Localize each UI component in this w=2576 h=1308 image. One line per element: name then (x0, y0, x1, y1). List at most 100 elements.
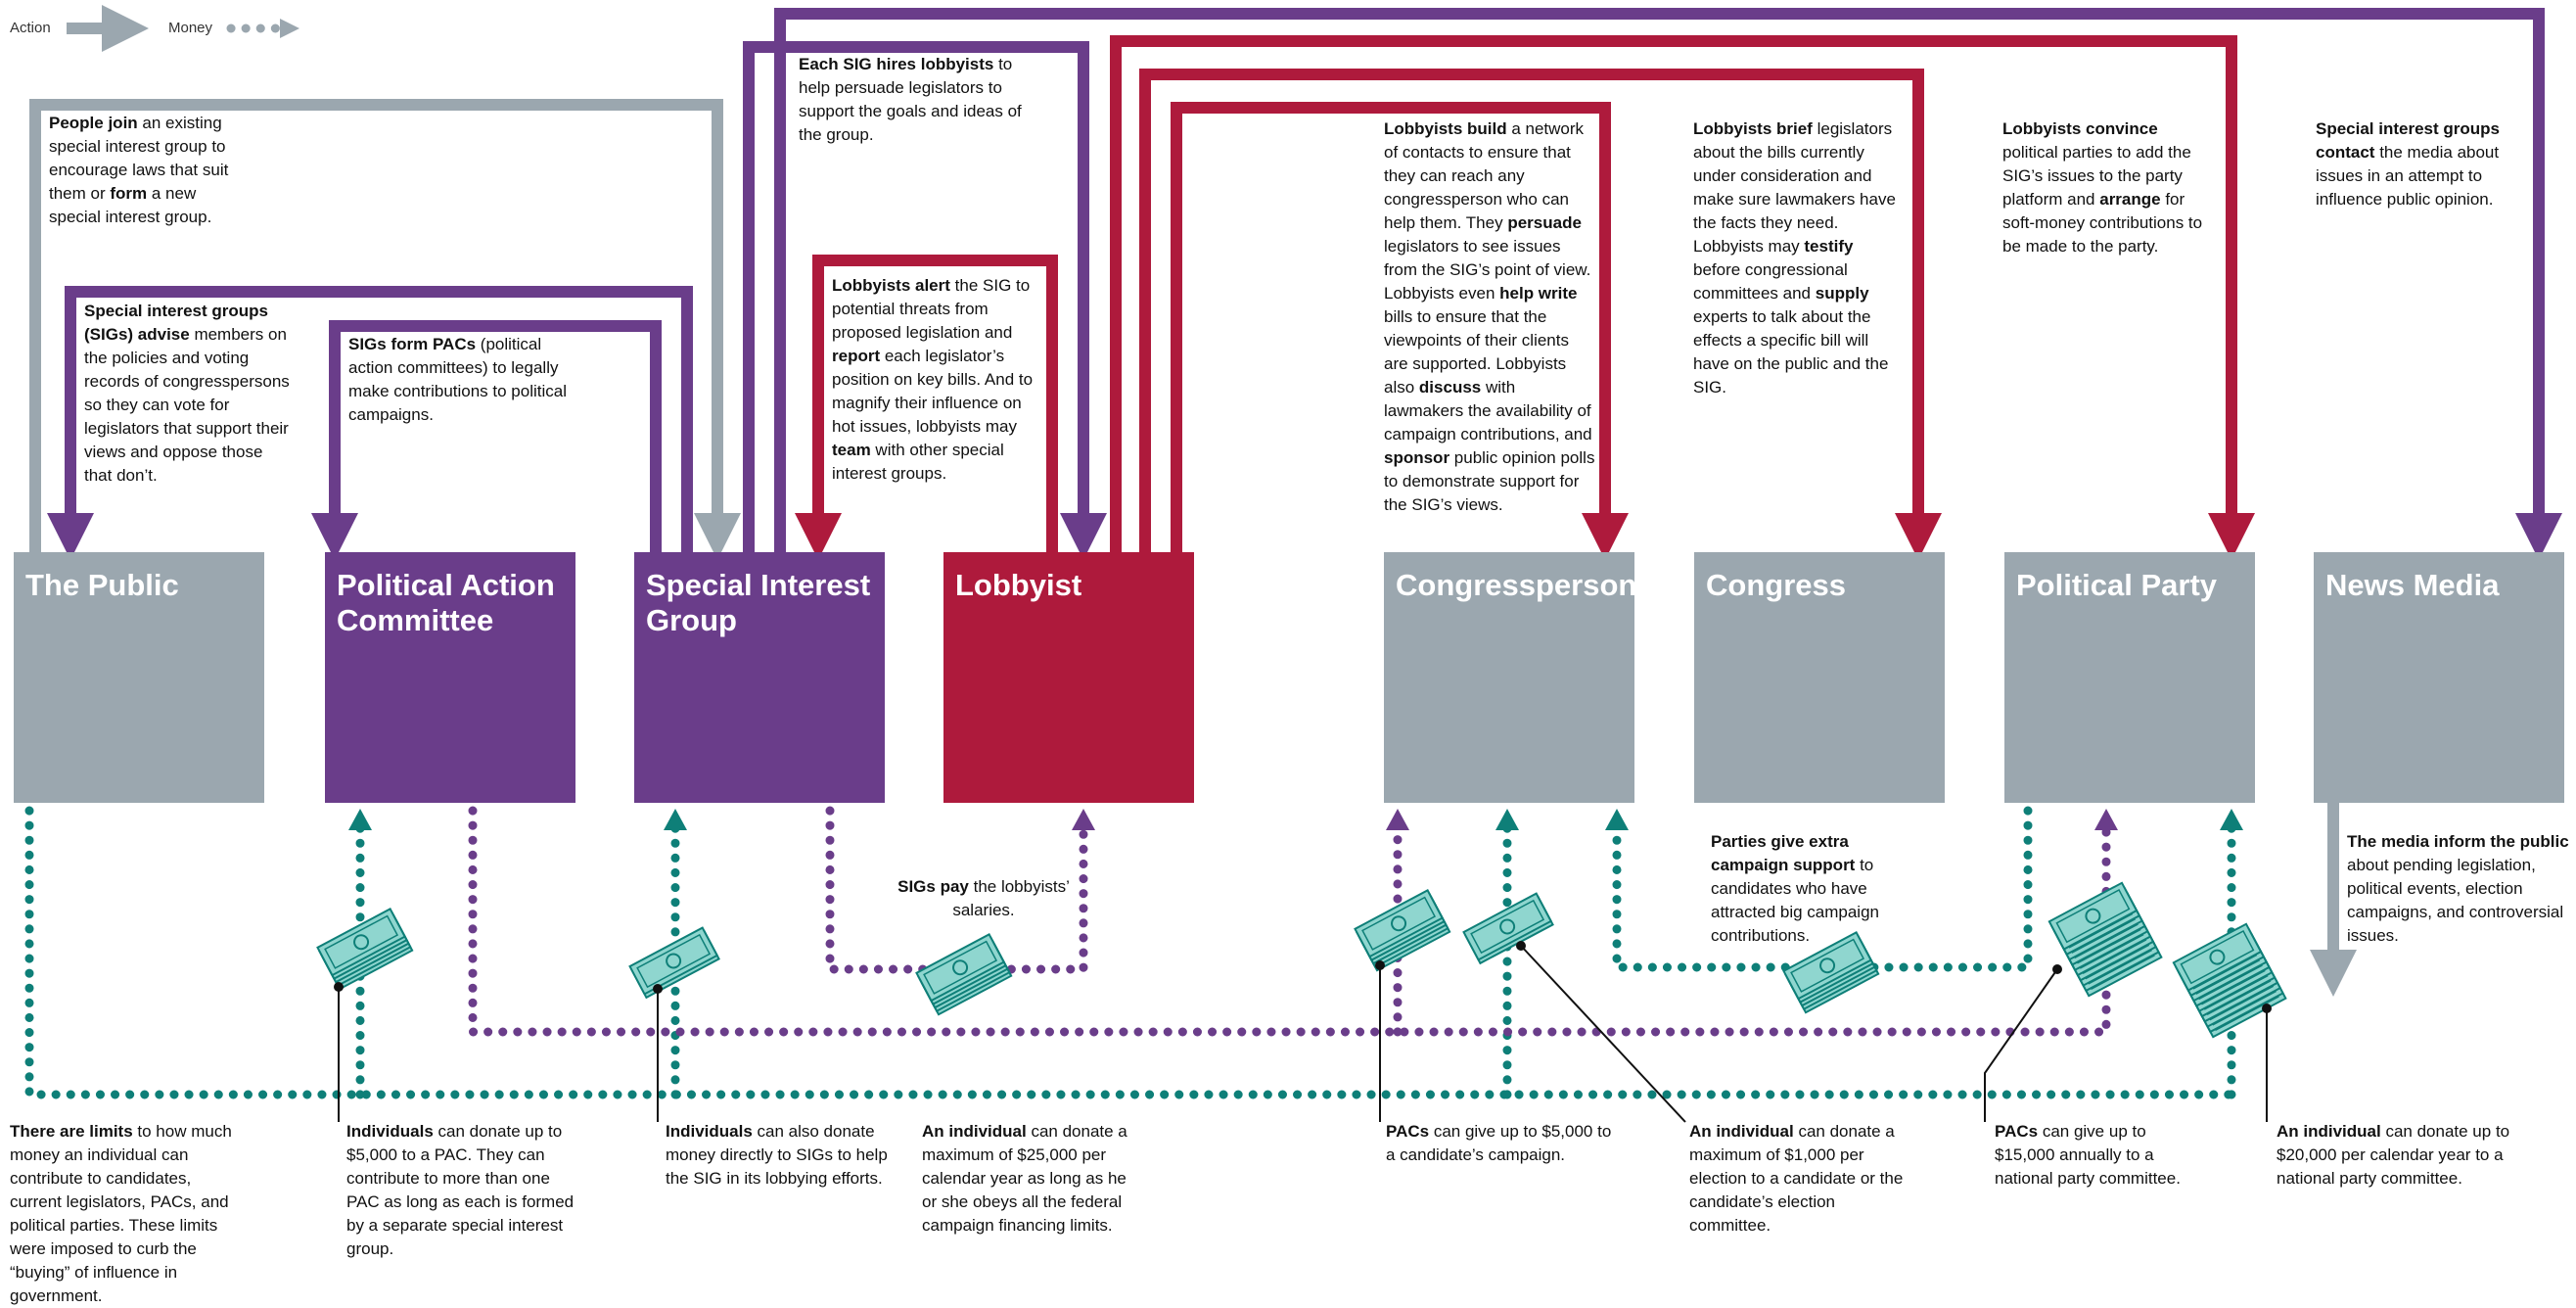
lobbyists-convince-arrow (1110, 35, 2255, 560)
ind-pac-text: Individuals can donate up to $5,000 to a… (346, 1120, 579, 1261)
text-emphasis: arrange (2099, 190, 2161, 209)
money-arrowheads-purple (1072, 809, 2118, 830)
box-congressperson: Congressperson (1384, 552, 1636, 803)
text-run: political parties to add the SIG’s issue… (2002, 143, 2191, 209)
text-emphasis: SIGs form PACs (348, 335, 477, 353)
box-news-media: News Media (2314, 552, 2564, 803)
parties-give-text: Parties give extra campaign support to c… (1711, 830, 1926, 948)
money-icon (2174, 924, 2286, 1037)
lobbyists-alert-text: Lobbyists alert the SIG to potential thr… (832, 274, 1037, 486)
legend (67, 5, 299, 52)
text-emphasis: Parties give extra campaign support (1711, 832, 1856, 874)
sig-advise-text: Special interest groups (SIGs) advise me… (84, 300, 292, 488)
sig-form-pacs-text: SIGs form PACs (political action committ… (348, 333, 568, 427)
text-run: bills to ensure that the viewpoints of t… (1384, 307, 1569, 397)
lobbyists-convince-text: Lobbyists convince political parties to … (2002, 117, 2208, 258)
text-run: before congressional committees and (1693, 260, 1848, 303)
text-emphasis: testify (1804, 237, 1854, 256)
box-label: Lobbyist (955, 568, 1082, 602)
box-congress: Congress (1694, 552, 1945, 803)
people-join-arrow (29, 99, 741, 560)
sig-advise-arrow (47, 286, 693, 560)
money-icon (2049, 883, 2162, 996)
text-emphasis: An individual (2277, 1122, 2381, 1141)
money-icon (916, 934, 1011, 1014)
text-run: the media about issues in an attempt to … (2316, 143, 2500, 209)
text-emphasis: There are limits (10, 1122, 133, 1141)
box-label: News Media (2325, 568, 2500, 602)
ind-sig-text: Individuals can also donate money direct… (666, 1120, 891, 1191)
legend-action-label: Action (10, 20, 51, 36)
text-run: to candidates who have attracted big cam… (1711, 856, 1879, 945)
text-run: a network of contacts to ensure that the… (1384, 119, 1585, 232)
box-label: Special Interest Group (646, 568, 871, 637)
text-run: to how much money an individual can cont… (10, 1122, 232, 1305)
text-run: can also donate money directly to SIGs t… (666, 1122, 888, 1188)
text-run: legislators about the bills currently un… (1693, 119, 1896, 256)
text-emphasis: Individuals (346, 1122, 434, 1141)
limits-text: There are limits to how much money an in… (10, 1120, 235, 1308)
sig-contact-text: Special interest groups contact the medi… (2316, 117, 2521, 211)
lobbyists-brief-arrow (1139, 69, 1942, 560)
text-emphasis: SIGs pay (897, 877, 969, 896)
box-political-party: Political Party (2004, 552, 2255, 803)
text-run: to help persuade legislators to support … (799, 55, 1022, 144)
ind-20000-text: An individual can donate up to $20,000 p… (2277, 1120, 2533, 1191)
money-icon (317, 909, 412, 989)
text-run: experts to talk about the effects a spec… (1693, 307, 1889, 397)
lobbyists-build-text: Lobbyists build a network of contacts to… (1384, 117, 1597, 517)
text-emphasis: Individuals (666, 1122, 753, 1141)
box-label: Political Party (2016, 568, 2218, 602)
box-label: The Public (25, 568, 179, 602)
box-label: Congress (1706, 568, 1846, 602)
text-emphasis: The media inform the public (2347, 832, 2569, 851)
lobbyists-alert-arrow (795, 255, 1058, 560)
lobbyists-brief-text: Lobbyists brief legislators about the bi… (1693, 117, 1901, 399)
text-run: each legislator’s position on key bills.… (832, 347, 1034, 436)
text-emphasis: Special interest groups contact (2316, 119, 2500, 162)
box-sig: Special Interest Group (634, 552, 885, 803)
sig-form-pacs-arrow (311, 320, 662, 560)
text-emphasis: discuss (1418, 378, 1482, 397)
text-run: with lawmakers the availability of campa… (1384, 378, 1592, 444)
text-run: public opinion polls to demonstrate supp… (1384, 448, 1595, 514)
sig-contact-arrow (774, 8, 2562, 560)
text-emphasis: persuade (1507, 213, 1582, 232)
text-run: with other special interest groups. (832, 441, 1004, 483)
lobbyists-build-arrow (1171, 102, 1629, 560)
text-run: can give up to $5,000 to a candidate’s c… (1386, 1122, 1612, 1164)
legend-money-label: Money (168, 20, 213, 36)
box-label: Political Action Committee (337, 568, 555, 637)
text-emphasis: Lobbyists build (1384, 119, 1507, 138)
text-run: can donate a maximum of $25,000 per cale… (922, 1122, 1127, 1235)
money-arrowheads-teal (348, 809, 2243, 830)
text-run: an existing special interest group to en… (49, 114, 229, 203)
text-emphasis: An individual (1689, 1122, 1794, 1141)
text-run: the SIG to potential threats from propos… (832, 276, 1031, 342)
text-run: a new special interest group. (49, 184, 212, 226)
pacs-5000-text: PACs can give up to $5,000 to a candidat… (1386, 1120, 1617, 1167)
text-run: for soft-money contributions to be made … (2002, 190, 2203, 256)
box-lobbyist: Lobbyist (943, 552, 1194, 803)
text-emphasis: team (832, 441, 871, 459)
text-run: about pending legislation, political eve… (2347, 856, 2564, 945)
sig-hires-text: Each SIG hires lobbyists to help persuad… (799, 53, 1034, 147)
text-emphasis: form (110, 184, 148, 203)
text-emphasis: People join (49, 114, 138, 132)
text-emphasis: sponsor (1384, 448, 1450, 467)
text-emphasis: Lobbyists brief (1693, 119, 1813, 138)
text-run: can donate up to $5,000 to a PAC. They c… (346, 1122, 575, 1258)
ind-1000-text: An individual can donate a maximum of $1… (1689, 1120, 1916, 1238)
text-run: (political action committees) to legally… (348, 335, 568, 424)
pacs-15000-text: PACs can give up to $15,000 annually to … (1995, 1120, 2210, 1191)
people-join-text: People join an existing special interest… (49, 112, 245, 229)
text-emphasis: report (832, 347, 881, 365)
leader-lines (334, 941, 2272, 1123)
sigs-pay-text: SIGs pay the lobbyists’ salaries. (871, 875, 1096, 922)
text-run: can donate up to $20,000 per calendar ye… (2277, 1122, 2510, 1188)
money-icon (1355, 890, 1449, 970)
text-emphasis: PACs (1386, 1122, 1430, 1141)
text-emphasis: PACs (1995, 1122, 2039, 1141)
text-emphasis: Special interest groups (SIGs) advise (84, 302, 268, 344)
text-run: can give up to $15,000 annually to a nat… (1995, 1122, 2181, 1188)
